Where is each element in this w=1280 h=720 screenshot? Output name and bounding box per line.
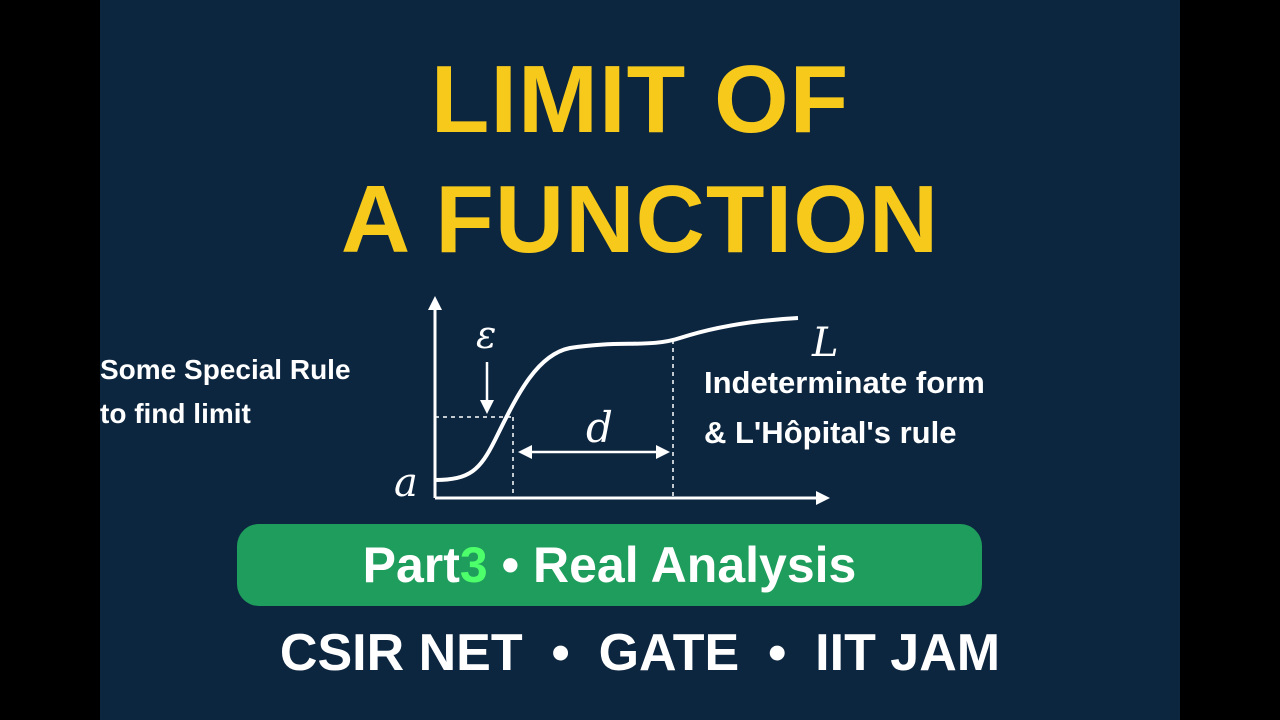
right-note-line-1: Indeterminate form [704,365,985,400]
part-badge: Part3 • Real Analysis [237,524,982,606]
epsilon-label: ε [476,313,496,357]
L-label: L [811,320,839,366]
pill-separator: • [487,537,534,593]
d-arrowhead-right [656,445,670,459]
epsilon-arrowhead [480,400,494,414]
function-curve [434,316,799,482]
title-line-1: LIMIT OF [430,46,850,153]
right-note: Indeterminate form & L'Hôpital's rule [704,358,1104,458]
part-text: Part [362,537,460,593]
left-note-line-2: to find limit [100,398,251,429]
exam-list: CSIR NET • GATE • IIT JAM [279,624,1001,682]
d-arrowhead-left [518,445,532,459]
right-note-line-2: & L'Hôpital's rule [704,415,957,450]
subject-text: Real Analysis [533,537,857,593]
d-label: d [586,403,613,452]
part-number: 3 [459,537,488,593]
y-axis-arrowhead [428,296,442,310]
x-axis-arrowhead [816,491,830,505]
thumbnail-canvas: LIMIT OF A FUNCTION Some Special Rule to… [100,0,1180,720]
left-note-line-1: Some Special Rule [100,354,351,385]
a-label: a [394,460,418,506]
title-line-2: A FUNCTION [340,166,940,273]
limit-graph: ε d a L [394,296,839,506]
left-note: Some Special Rule to find limit [100,348,440,436]
